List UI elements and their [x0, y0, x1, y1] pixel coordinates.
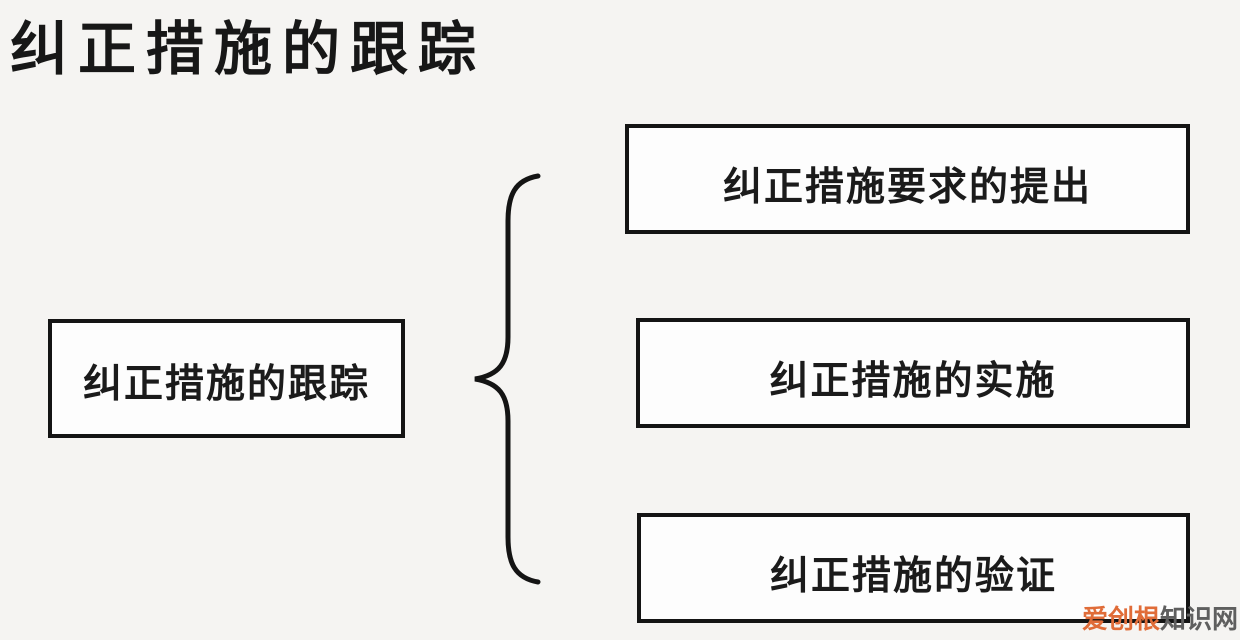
- branch-node-implementation: 纠正措施的实施: [636, 318, 1190, 428]
- branch-node-proposal: 纠正措施要求的提出: [625, 124, 1190, 234]
- curly-brace: [474, 173, 541, 585]
- branch-node-verification: 纠正措施的验证: [637, 513, 1190, 623]
- page-title: 纠正措施的跟踪: [10, 15, 487, 83]
- branch-node-label: 纠正措施的验证: [769, 553, 1057, 599]
- root-node-label: 纠正措施的跟踪: [82, 360, 370, 407]
- branch-node-label: 纠正措施要求的提出: [722, 164, 1092, 210]
- watermark-suffix: 知识网: [1159, 605, 1238, 635]
- root-node: 纠正措施的跟踪: [48, 319, 405, 438]
- watermark-brand: 爱创根: [1081, 605, 1160, 635]
- branch-node-label: 纠正措施的实施: [769, 358, 1057, 404]
- watermark: 爱创根知识网: [1082, 599, 1238, 636]
